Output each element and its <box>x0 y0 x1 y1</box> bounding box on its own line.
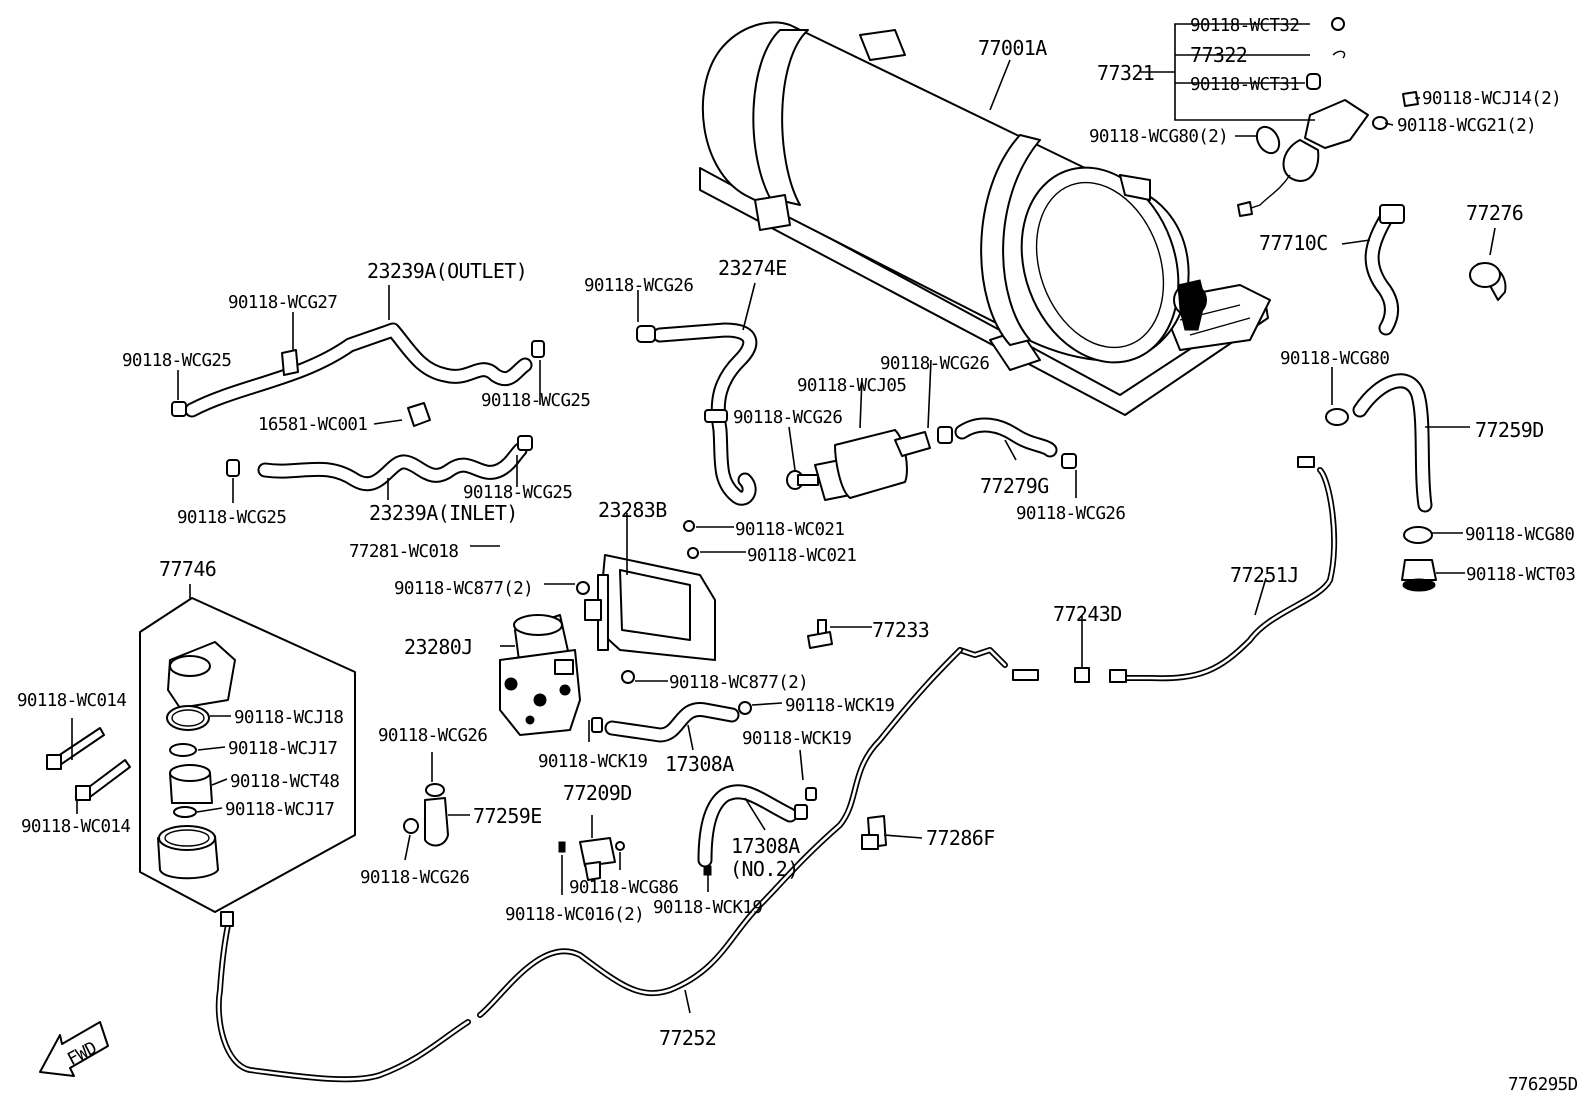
label-77233[interactable]: 77233 <box>872 618 930 642</box>
label-wcg26-a[interactable]: 90118-WCG26 <box>584 276 694 296</box>
label-wcg86[interactable]: 90118-WCG86 <box>569 878 679 898</box>
elbow-77259E[interactable] <box>403 783 449 847</box>
drawing-id: 776295D <box>1508 1075 1578 1095</box>
label-77252[interactable]: 77252 <box>659 1026 717 1050</box>
label-77259E[interactable]: 77259E <box>473 804 542 828</box>
label-wcj05[interactable]: 90118-WCJ05 <box>797 376 907 396</box>
label-17308A-2[interactable]: 17308A <box>731 834 801 858</box>
hose-23239A-inlet[interactable] <box>226 435 533 492</box>
label-wcj14[interactable]: 90118-WCJ14(2) <box>1422 89 1562 109</box>
pipe-77252[interactable] <box>215 647 963 1083</box>
label-wcg27[interactable]: 90118-WCG27 <box>228 293 338 313</box>
label-17308A[interactable]: 17308A <box>665 752 735 776</box>
sensor-77209D[interactable] <box>558 837 712 881</box>
label-wc014-a[interactable]: 90118-WC014 <box>17 691 127 711</box>
bolts-wc014[interactable] <box>46 727 131 801</box>
label-wcg80-b[interactable]: 90118-WCG80 <box>1465 525 1575 545</box>
label-wcg80-2[interactable]: 90118-WCG80(2) <box>1089 127 1229 147</box>
label-wcg25-c[interactable]: 90118-WCG25 <box>463 483 573 503</box>
pipe-77251J[interactable] <box>957 456 1338 683</box>
label-outlet[interactable]: 23239A(OUTLET) <box>367 259 528 283</box>
bracket-23283B[interactable] <box>576 520 716 684</box>
fitting-77233[interactable] <box>807 619 833 649</box>
label-77710C[interactable]: 77710C <box>1259 231 1328 255</box>
label-wck19-a[interactable]: 90118-WCK19 <box>785 696 895 716</box>
hose-23274E[interactable] <box>636 322 758 506</box>
label-77276[interactable]: 77276 <box>1466 201 1524 225</box>
label-wck19-b[interactable]: 90118-WCK19 <box>538 752 648 772</box>
label-wcg26-e[interactable]: 90118-WCG26 <box>378 726 488 746</box>
label-77321[interactable]: 77321 <box>1097 61 1155 85</box>
label-wc021-b[interactable]: 90118-WC021 <box>747 546 857 566</box>
label-wcg26-b[interactable]: 90118-WCG26 <box>880 354 990 374</box>
label-77322[interactable]: 77322 <box>1190 43 1248 67</box>
label-77209D[interactable]: 77209D <box>563 781 632 805</box>
label-wcj17-a[interactable]: 90118-WCJ17 <box>228 739 338 759</box>
regulator-23280J[interactable] <box>499 614 581 736</box>
label-wc016[interactable]: 90118-WC016(2) <box>505 905 645 925</box>
label-16581[interactable]: 16581-WC001 <box>258 415 368 435</box>
hose-77259D[interactable] <box>1325 373 1437 592</box>
label-wcj18[interactable]: 90118-WCJ18 <box>234 708 344 728</box>
elbow-77276[interactable] <box>1469 262 1507 301</box>
label-wc021-a[interactable]: 90118-WC021 <box>735 520 845 540</box>
label-wct32[interactable]: 90118-WCT32 <box>1190 16 1300 36</box>
label-wcg26-f[interactable]: 90118-WCG26 <box>360 868 470 888</box>
filter-assembly-77746[interactable] <box>139 597 356 913</box>
forward-arrow-icon: FWD <box>39 1021 109 1077</box>
label-wck19-c[interactable]: 90118-WCK19 <box>742 729 852 749</box>
label-wcg25-d[interactable]: 90118-WCG25 <box>177 508 287 528</box>
label-wcg25-a[interactable]: 90118-WCG25 <box>122 351 232 371</box>
fuel-tank[interactable] <box>699 21 1271 416</box>
label-wct48[interactable]: 90118-WCT48 <box>230 772 340 792</box>
label-no2[interactable]: (NO.2) <box>730 857 799 881</box>
label-wct31[interactable]: 90118-WCT31 <box>1190 75 1300 95</box>
label-wc877-b[interactable]: 90118-WC877(2) <box>669 673 809 693</box>
label-wcg25-b[interactable]: 90118-WCG25 <box>481 391 591 411</box>
leader-lines <box>71 23 1496 1014</box>
label-77279G[interactable]: 77279G <box>980 474 1049 498</box>
label-wc877-a[interactable]: 90118-WC877(2) <box>394 579 534 599</box>
label-23283B[interactable]: 23283B <box>598 498 668 522</box>
label-wcj17-b[interactable]: 90118-WCJ17 <box>225 800 335 820</box>
filler-hose-77710C[interactable] <box>1364 204 1405 336</box>
label-77001A[interactable]: 77001A <box>978 36 1048 60</box>
label-inlet[interactable]: 23239A(INLET) <box>369 501 518 525</box>
label-77251J[interactable]: 77251J <box>1230 563 1299 587</box>
hose-23239A-outlet[interactable] <box>171 322 545 427</box>
part-labels: 77001A 77321 90118-WCT32 77322 90118-WCT… <box>17 16 1578 1095</box>
label-wcg26-d[interactable]: 90118-WCG26 <box>1016 504 1126 524</box>
clip-77286F[interactable] <box>861 815 887 850</box>
label-wc014-b[interactable]: 90118-WC014 <box>21 817 131 837</box>
label-77281[interactable]: 77281-WC018 <box>349 542 459 562</box>
hose-17308A[interactable] <box>591 701 752 743</box>
hose-17308A-no2[interactable] <box>697 784 817 868</box>
label-23280J[interactable]: 23280J <box>404 635 473 659</box>
label-wcg26-c[interactable]: 90118-WCG26 <box>733 408 843 428</box>
label-wcg80-a[interactable]: 90118-WCG80 <box>1280 349 1390 369</box>
fuel-filter[interactable] <box>786 429 931 501</box>
union-77243D[interactable] <box>1074 667 1090 683</box>
label-77746[interactable]: 77746 <box>159 557 217 581</box>
label-wct03[interactable]: 90118-WCT03 <box>1466 565 1576 585</box>
label-77286F[interactable]: 77286F <box>926 826 995 850</box>
label-77243D[interactable]: 77243D <box>1053 602 1122 626</box>
hose-77279G[interactable] <box>937 417 1077 469</box>
tank-valve-77321[interactable] <box>1237 17 1419 217</box>
label-23274E[interactable]: 23274E <box>718 256 787 280</box>
label-wcg21[interactable]: 90118-WCG21(2) <box>1397 116 1537 136</box>
label-77259D[interactable]: 77259D <box>1475 418 1544 442</box>
label-wck19-d[interactable]: 90118-WCK19 <box>653 898 763 918</box>
